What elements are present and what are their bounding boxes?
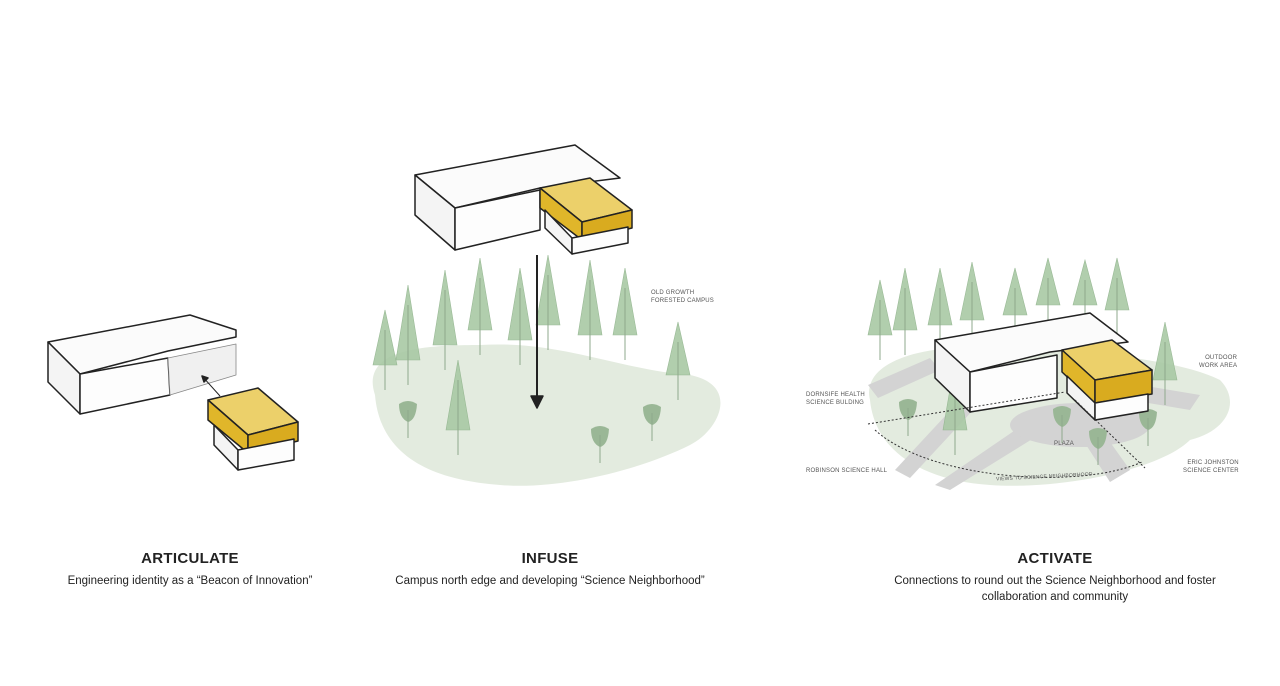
- panel-title: ACTIVATE: [1017, 550, 1093, 567]
- panel-title: INFUSE: [521, 550, 579, 567]
- articulate-building: [47, 314, 299, 471]
- panel-subtitle: Campus north edge and developing “Scienc…: [395, 575, 705, 587]
- robinson-label: ROBINSON SCIENCE HALL: [806, 468, 888, 474]
- panel-subtitle: Connections to round out the Science Nei…: [894, 575, 1216, 603]
- view-lines: [867, 391, 1146, 478]
- panel-subtitle: Engineering identity as a “Beacon of Inn…: [67, 575, 313, 587]
- panel-title: ARTICULATE: [141, 550, 239, 567]
- panel-infuse: INFUSE Campus north edge and developing …: [380, 550, 720, 589]
- activate-building: [934, 312, 1153, 421]
- panel-articulate: ARTICULATE Engineering identity as a “Be…: [40, 550, 340, 589]
- plaza-label: PLAZA: [1054, 441, 1075, 447]
- infuse-building: [414, 144, 633, 409]
- panel-activate: ACTIVATE Connections to round out the Sc…: [890, 550, 1220, 605]
